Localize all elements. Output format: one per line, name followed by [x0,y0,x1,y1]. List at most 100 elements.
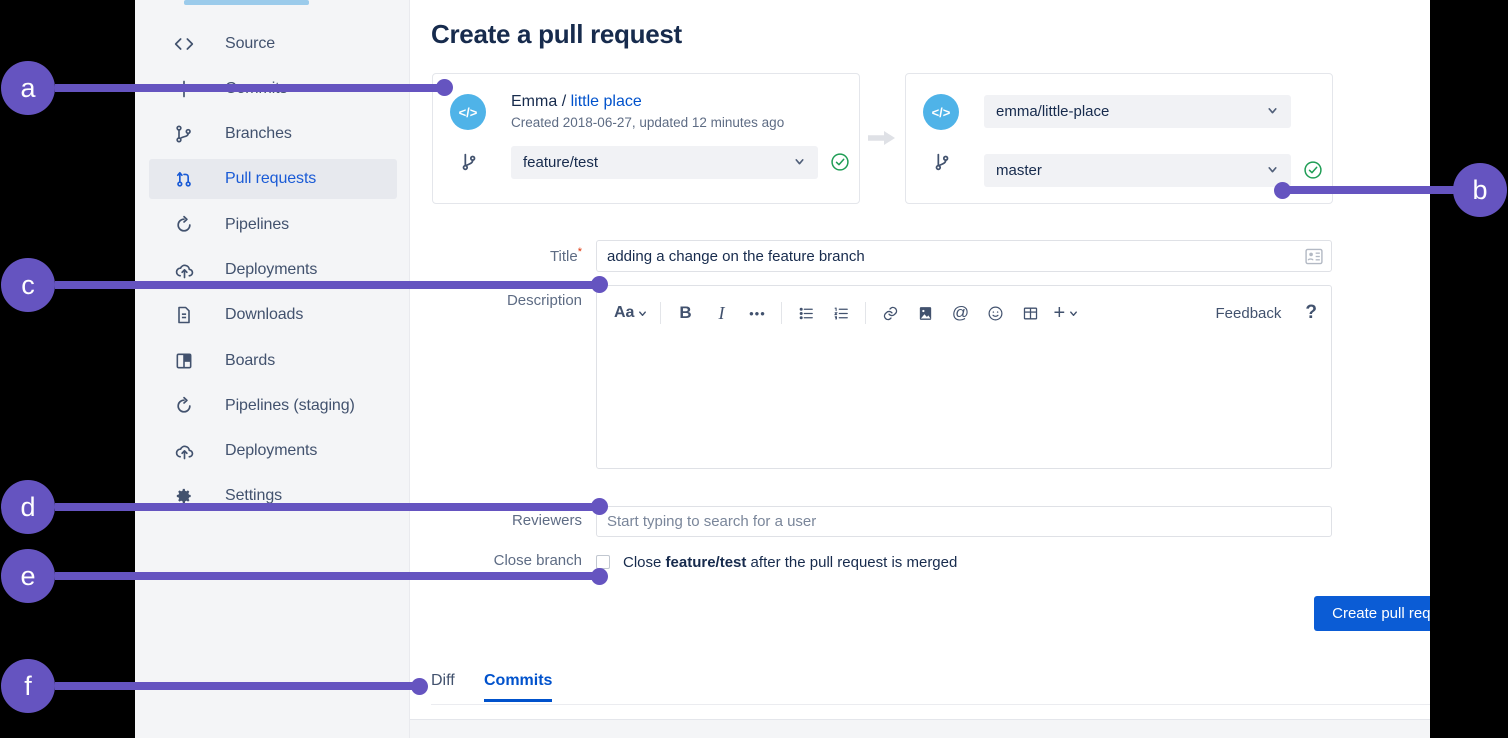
title-input-value: adding a change on the feature branch [607,247,865,265]
callout-dot-a [436,79,453,96]
sidebar-item-deployments-2[interactable]: Deployments [149,431,397,471]
reviewers-label: Reviewers [511,512,582,529]
tab-diff[interactable]: Diff [431,672,455,689]
bullet-list-icon[interactable] [791,299,821,327]
source-repo-link[interactable]: little place [570,93,642,110]
title-label-text: Title [549,248,578,265]
editor-toolbar: Aa B I ••• [597,286,1331,340]
downloads-icon [172,303,196,327]
application-window: Source Commits Branches Pull requests Pi [135,0,1430,738]
sidebar-item-pipelines-staging[interactable]: Pipelines (staging) [149,386,397,426]
source-repo-separator: / [561,93,567,110]
source-repo-avatar: </> [450,94,486,130]
numbered-list-icon[interactable] [826,299,856,327]
destination-branch-valid-icon [1303,160,1323,180]
close-branch-branch-name: feature/test [665,553,747,571]
source-branch-valid-icon [830,152,850,172]
code-icon [172,32,196,56]
insert-button[interactable]: + [1050,299,1082,327]
mention-icon[interactable]: @ [951,303,970,322]
sidebar-item-label: Source [225,35,276,52]
sidebar-item-deployments[interactable]: Deployments [149,250,397,290]
italic-button[interactable]: I [718,302,725,323]
text-style-button[interactable]: Aa [611,299,651,327]
callout-line-d [55,503,600,511]
help-icon[interactable]: ? [1305,302,1317,323]
toolbar-separator [865,302,867,324]
sidebar-item-label: Deployments [225,261,318,278]
sidebar-item-boards[interactable]: Boards [149,341,397,381]
close-branch-label: Close branch [493,552,582,569]
close-branch-checkbox[interactable] [596,555,610,569]
callout-badge-f: f [1,659,55,713]
close-branch-row: Close feature/test after the pull reques… [596,551,957,573]
destination-branch-card: </> emma/little-place master [905,73,1333,204]
bold-button[interactable]: B [679,303,692,322]
sidebar-item-downloads[interactable]: Downloads [149,295,397,335]
emoji-icon[interactable] [980,299,1010,327]
sidebar-top-highlight [184,0,309,5]
feedback-link[interactable]: Feedback [1215,304,1282,322]
branches-icon [172,122,196,146]
pipelines-icon [172,394,196,418]
contact-card-icon[interactable] [1304,247,1324,266]
sidebar-item-pull-requests[interactable]: Pull requests [149,159,397,199]
destination-repo-avatar: </> [923,94,959,130]
chevron-down-icon [1266,163,1279,178]
sidebar-item-branches[interactable]: Branches [149,114,397,154]
callout-line-c [55,281,600,289]
sidebar-item-label: Deployments [225,442,318,459]
sidebar-item-pipelines[interactable]: Pipelines [149,205,397,245]
tab-commits[interactable]: Commits [484,672,553,702]
branch-icon [931,151,953,173]
deployments-icon [172,258,196,282]
callout-badge-e: e [1,549,55,603]
sidebar-item-settings[interactable]: Settings [149,476,397,516]
toolbar-separator [781,302,783,324]
gear-icon [172,484,196,508]
close-branch-text: Close feature/test after the pull reques… [623,554,957,571]
toolbar-separator [660,302,662,324]
table-icon[interactable] [1015,299,1045,327]
destination-repo-value: emma/little-place [996,103,1110,120]
destination-branch-select[interactable]: master [984,154,1291,187]
destination-branch-value: master [996,162,1042,179]
callout-line-e [55,572,600,580]
callout-line-b [1281,186,1456,194]
callout-badge-b: b [1453,163,1507,217]
callout-badge-d: d [1,480,55,534]
callout-badge-c: c [1,258,55,312]
source-branch-card: </> Emma / little place Created 2018-06-… [432,73,860,204]
sidebar-item-label: Pipelines [225,216,290,233]
image-icon[interactable] [910,299,940,327]
callout-dot-b [1274,182,1291,199]
source-repo-meta: Created 2018-06-27, updated 12 minutes a… [511,115,785,130]
sidebar-item-label: Boards [225,352,276,369]
source-branch-select[interactable]: feature/test [511,146,818,179]
chevron-down-icon [793,155,806,170]
create-pull-request-button[interactable]: Create pull request [1314,596,1430,631]
sidebar-item-label: Branches [225,125,292,142]
title-label: Title* [470,246,582,265]
destination-repo-select[interactable]: emma/little-place [984,95,1291,128]
callout-dot-c [591,276,608,293]
callout-line-f [55,682,420,690]
more-formatting-button[interactable]: ••• [749,305,766,321]
text-style-label: Aa [614,304,635,321]
callout-badge-a: a [1,61,55,115]
bottom-strip [410,719,1430,738]
sidebar-item-label: Pull requests [225,170,317,187]
title-input[interactable]: adding a change on the feature branch [596,240,1332,272]
link-icon[interactable] [875,299,905,327]
boards-icon [172,349,196,373]
reviewers-input[interactable]: Start typing to search for a user [596,506,1332,537]
pipelines-icon [172,213,196,237]
sidebar-item-label: Pipelines (staging) [225,397,355,414]
main-content: Create a pull request </> Emma / little … [410,0,1430,738]
description-editor[interactable]: Aa B I ••• [596,285,1332,469]
description-label: Description [506,292,582,309]
close-branch-text-after: after the pull request is merged [746,553,958,571]
sidebar-item-source[interactable]: Source [149,24,397,64]
chevron-down-icon [1266,104,1279,119]
deployments-icon [172,439,196,463]
